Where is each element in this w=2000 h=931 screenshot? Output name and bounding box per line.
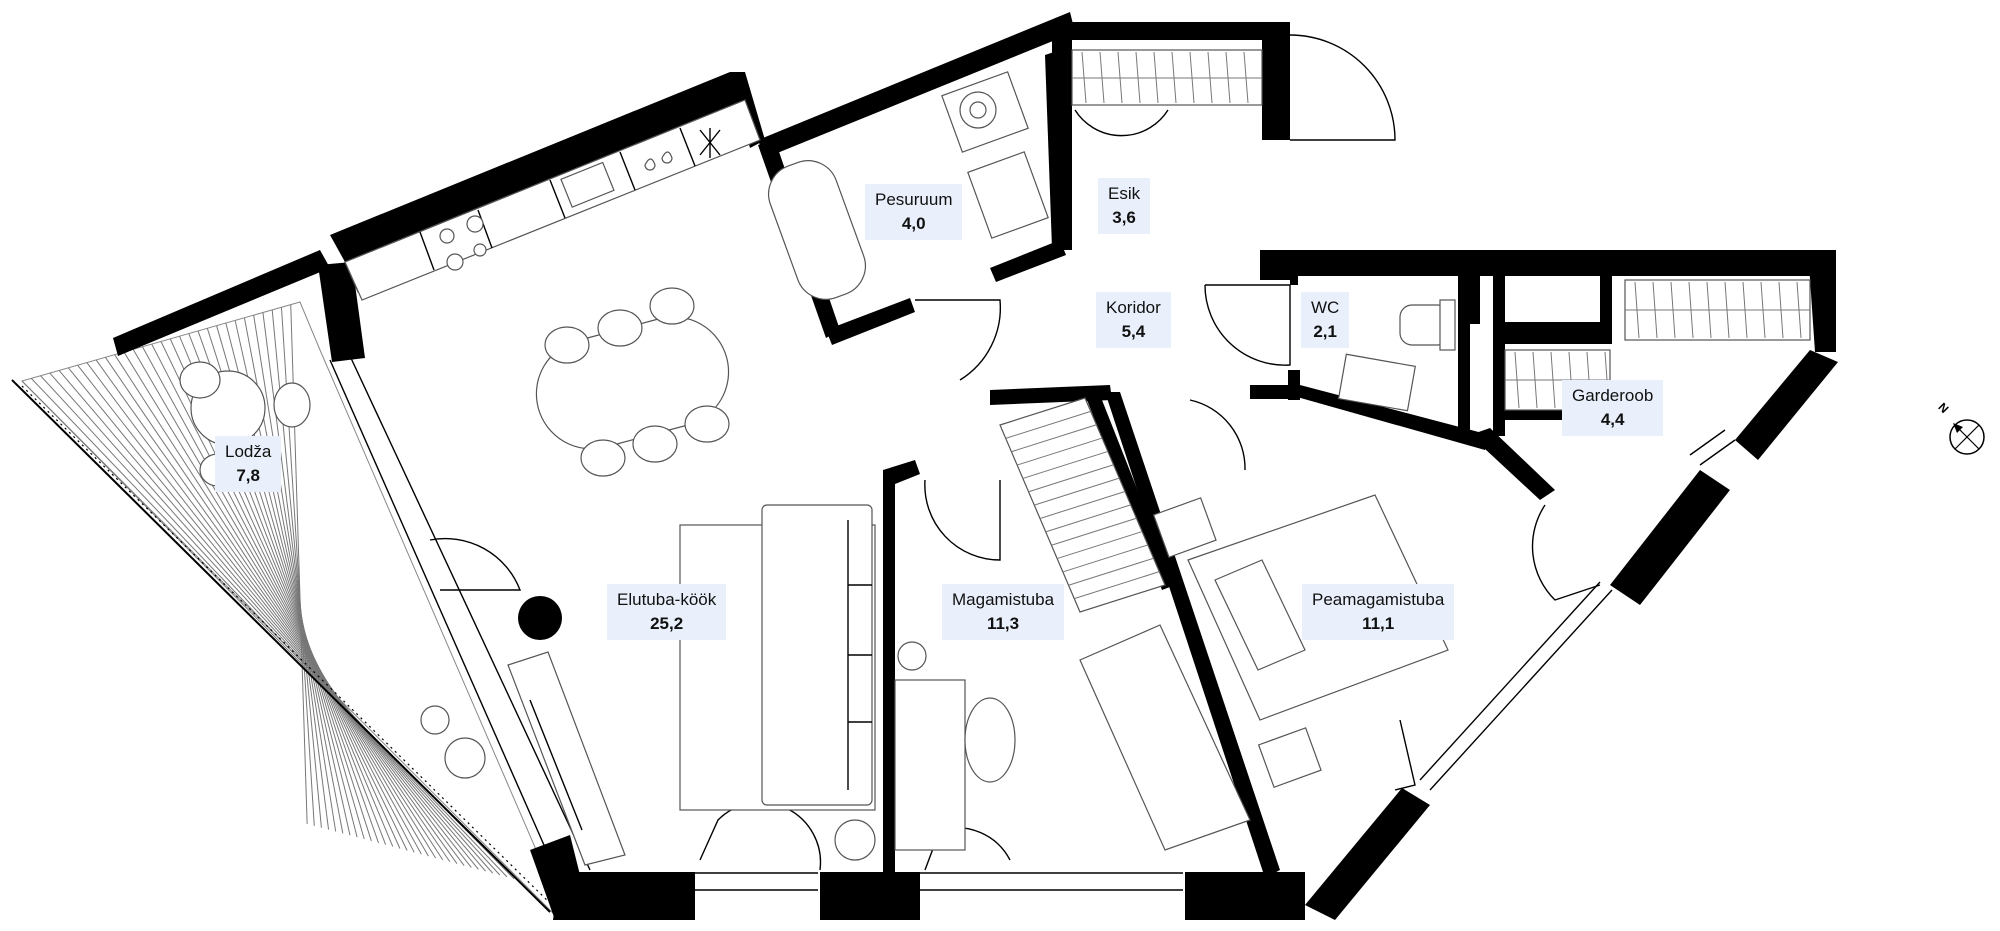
room-label-koridor: Koridor 5,4 (1096, 292, 1171, 348)
hatch-line (1056, 531, 1143, 560)
hatch-line (151, 343, 415, 853)
room-name: Lodža (225, 442, 272, 461)
hatch-line (1045, 504, 1131, 533)
room-label-peamagamistuba: Peamagamistuba 11,1 (1302, 584, 1455, 640)
room-name: Peamagamistuba (1312, 590, 1445, 609)
bathroom-fixtures (768, 71, 1049, 300)
hatch-line (104, 357, 451, 863)
room-name: Garderoob (1572, 386, 1654, 405)
hatch-line (58, 370, 486, 872)
hatch-line (1068, 557, 1154, 586)
dining-table (535, 287, 730, 477)
room-area: 3,6 (1112, 208, 1136, 227)
room-name: Magamistuba (952, 590, 1055, 609)
lodza-deck (11, 301, 561, 916)
room-area: 7,8 (236, 466, 260, 485)
hatch-line (86, 362, 465, 866)
compass-icon (1949, 419, 1985, 455)
room-label-garderoob: Garderoob 4,4 (1562, 380, 1664, 436)
compass: N (1935, 395, 1995, 455)
hatch-line (114, 354, 444, 861)
windows (329, 355, 1736, 891)
hatch-line (1051, 517, 1137, 546)
room-name: Koridor (1106, 298, 1161, 317)
room-area: 5,4 (1121, 322, 1146, 341)
room-area: 2,1 (1313, 322, 1337, 341)
lodza-furniture (179, 361, 311, 487)
hatch-line (49, 372, 494, 874)
hatch-line (253, 315, 337, 832)
wardrobes (999, 49, 1811, 613)
hatch-line (1028, 464, 1114, 493)
hatch-line (1062, 544, 1149, 573)
room-label-elutuba: Elutuba-köök 25,2 (607, 584, 727, 640)
hatch-line (142, 346, 422, 855)
hatch-line (1074, 571, 1160, 600)
kitchen-counter (344, 99, 761, 301)
hatch-line (123, 351, 437, 859)
hatch-line (1005, 410, 1091, 439)
hatch-line (40, 375, 501, 876)
hatch-line (1022, 450, 1109, 479)
room-label-wc: WC 2,1 (1301, 292, 1350, 348)
hatch-line (1034, 477, 1120, 506)
room-area: 11,3 (986, 614, 1020, 633)
magamistuba-furniture (894, 624, 1251, 851)
walls (113, 12, 1838, 920)
hatch-line (1011, 424, 1097, 453)
room-label-pesuruum: Pesuruum 4,0 (865, 184, 963, 240)
room-area: 4,0 (901, 214, 926, 233)
room-name: Esik (1108, 184, 1141, 203)
hatch-line (77, 364, 472, 868)
hatch-line (95, 359, 458, 864)
hatch-line (1016, 437, 1103, 466)
hatch-line (30, 378, 508, 878)
room-area: 4,4 (1600, 410, 1625, 429)
room-name: WC (1311, 298, 1340, 317)
hatch-line (67, 367, 479, 870)
room-label-magamistuba: Magamistuba 11,3 (942, 584, 1065, 640)
living-furniture (507, 504, 876, 866)
room-name: Pesuruum (875, 190, 953, 209)
room-name: Elutuba-köök (617, 590, 717, 609)
hatch-line (132, 349, 429, 857)
room-label-lodza: Lodža 7,8 (215, 436, 282, 492)
room-area: 25,2 (650, 614, 684, 633)
hatch-line (1039, 491, 1126, 519)
hatch-line (262, 312, 330, 830)
room-area: 11,1 (1362, 614, 1395, 633)
wc-fixtures (1337, 280, 1466, 420)
plants (420, 641, 927, 861)
room-label-esik: Esik 3,6 (1098, 178, 1151, 234)
